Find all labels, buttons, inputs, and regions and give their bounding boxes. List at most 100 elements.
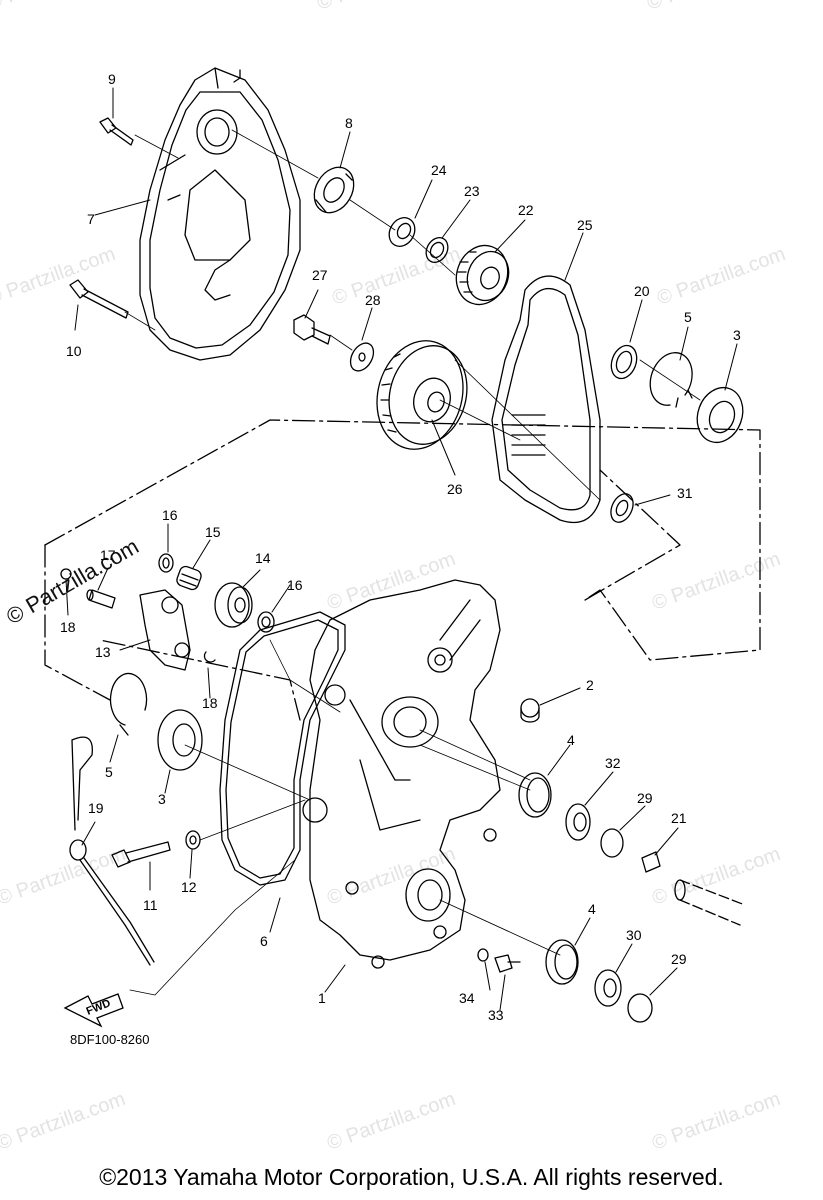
callout-label: 23 [464, 183, 480, 199]
collar-16-upper [158, 553, 174, 573]
callout-label: 11 [143, 897, 158, 913]
assembly-outline-upper [44, 419, 761, 661]
callout-labels: 9 8 7 10 27 28 24 23 22 25 20 5 3 26 31 … [60, 71, 741, 1023]
callout-label: 2 [586, 677, 594, 693]
pin-17 [86, 589, 116, 609]
bolt-33 [494, 954, 521, 973]
watermark: © Partzilla.com [314, 0, 448, 15]
dipstick-19 [69, 736, 155, 966]
seal-24 [388, 217, 416, 247]
assembly-outline-lower [44, 469, 681, 701]
callout-label: 34 [459, 990, 475, 1006]
shaft [674, 879, 746, 926]
oring-29-upper [600, 828, 624, 858]
circlip-5-upper [649, 352, 693, 408]
roller-14 [214, 582, 253, 628]
callout-leaders [65, 87, 738, 1011]
bolt-11 [111, 841, 171, 868]
plug-2 [520, 698, 540, 723]
tensioner-arm-13 [139, 589, 191, 671]
bearing-15 [176, 565, 202, 591]
watermark: © Partzilla.com [644, 0, 778, 15]
chain-25 [491, 275, 601, 524]
clip-18-upper [60, 568, 72, 580]
collar-12 [185, 830, 201, 850]
callout-label: 3 [733, 327, 741, 343]
callout-label: 20 [634, 283, 650, 299]
sprocket-26 [376, 340, 468, 450]
watermark: © Partzilla.com [0, 1088, 128, 1155]
seal-4-lower [545, 939, 579, 985]
clip-18-lower [203, 651, 216, 663]
leader-dashed-1 [99, 639, 301, 721]
chain-case-cover [139, 67, 301, 361]
collar-16-lower [257, 611, 275, 633]
callout-label: 4 [588, 901, 596, 917]
callout-label: 18 [202, 695, 218, 711]
watermark: © Partzilla.com [324, 548, 458, 615]
callout-label: 1 [318, 990, 326, 1006]
watermark: © Partzilla.com [324, 1088, 458, 1155]
callout-label: 7 [87, 211, 95, 227]
callout-label: 21 [671, 810, 687, 826]
watermark: © Partzilla.com [654, 243, 788, 310]
callout-label: 5 [684, 309, 692, 325]
callout-label: 32 [605, 755, 621, 771]
callout-label: 25 [577, 217, 593, 233]
watermark-layer: © Partzilla.com © Partzilla.com © Partzi… [0, 0, 788, 1155]
callout-label: 31 [677, 485, 693, 501]
callout-label: 29 [671, 951, 687, 967]
callout-label: 22 [518, 202, 534, 218]
watermark: © Partzilla.com [324, 843, 458, 910]
callout-label: 13 [95, 644, 111, 660]
bearing-30 [594, 969, 622, 1007]
watermark: © Partzilla.com [0, 243, 118, 310]
callout-label: 29 [637, 790, 653, 806]
callout-label: 5 [105, 764, 113, 780]
callout-label: 18 [60, 619, 76, 635]
callout-label: 17 [100, 547, 116, 563]
bearing-8 [313, 166, 355, 214]
pin-21 [641, 851, 661, 873]
seal-31 [610, 493, 634, 523]
callout-label: 30 [626, 927, 642, 943]
callout-label: 3 [158, 791, 166, 807]
watermark: © Partzilla.com [649, 548, 783, 615]
callout-label: 16 [162, 507, 178, 523]
chain-case-1 [302, 579, 501, 969]
bearing-3-upper [696, 386, 744, 444]
callout-label: 24 [431, 162, 447, 178]
washer-23 [425, 237, 449, 263]
centerline [124, 129, 701, 996]
bearing-3-lower [157, 709, 203, 771]
sprocket-22 [455, 244, 510, 306]
bolt-10 [69, 279, 129, 319]
callout-label: 14 [255, 550, 271, 566]
bolt-27 [293, 314, 331, 345]
bolt-9 [99, 117, 134, 146]
copyright-notice: ©2013 Yamaha Motor Corporation, U.S.A. A… [99, 1164, 724, 1190]
callout-label: 4 [567, 732, 575, 748]
washer-28 [349, 342, 375, 372]
callout-label: 33 [488, 1007, 504, 1023]
watermark: © Partzilla.com [329, 243, 463, 310]
callout-label: 8 [345, 115, 353, 131]
callout-label: 28 [365, 292, 381, 308]
watermark-main: © Partzilla.com [2, 534, 143, 630]
callout-label: 9 [108, 71, 116, 87]
callout-label: 10 [66, 343, 82, 359]
diagram-code: 8DF100-8260 [70, 1032, 150, 1047]
callout-label: 16 [287, 577, 303, 593]
callout-label: 26 [447, 481, 463, 497]
collar-20 [610, 344, 638, 380]
callout-label: 15 [205, 524, 221, 540]
callout-label: 19 [88, 800, 104, 816]
callout-label: 12 [181, 879, 197, 895]
fwd-arrow-icon: FWD [63, 993, 124, 1028]
watermark: © Partzilla.com [0, 0, 118, 15]
seal-4-upper [518, 772, 552, 818]
washer-34 [477, 948, 489, 962]
oring-29-lower [627, 993, 653, 1023]
circlip-5-lower [109, 672, 148, 736]
